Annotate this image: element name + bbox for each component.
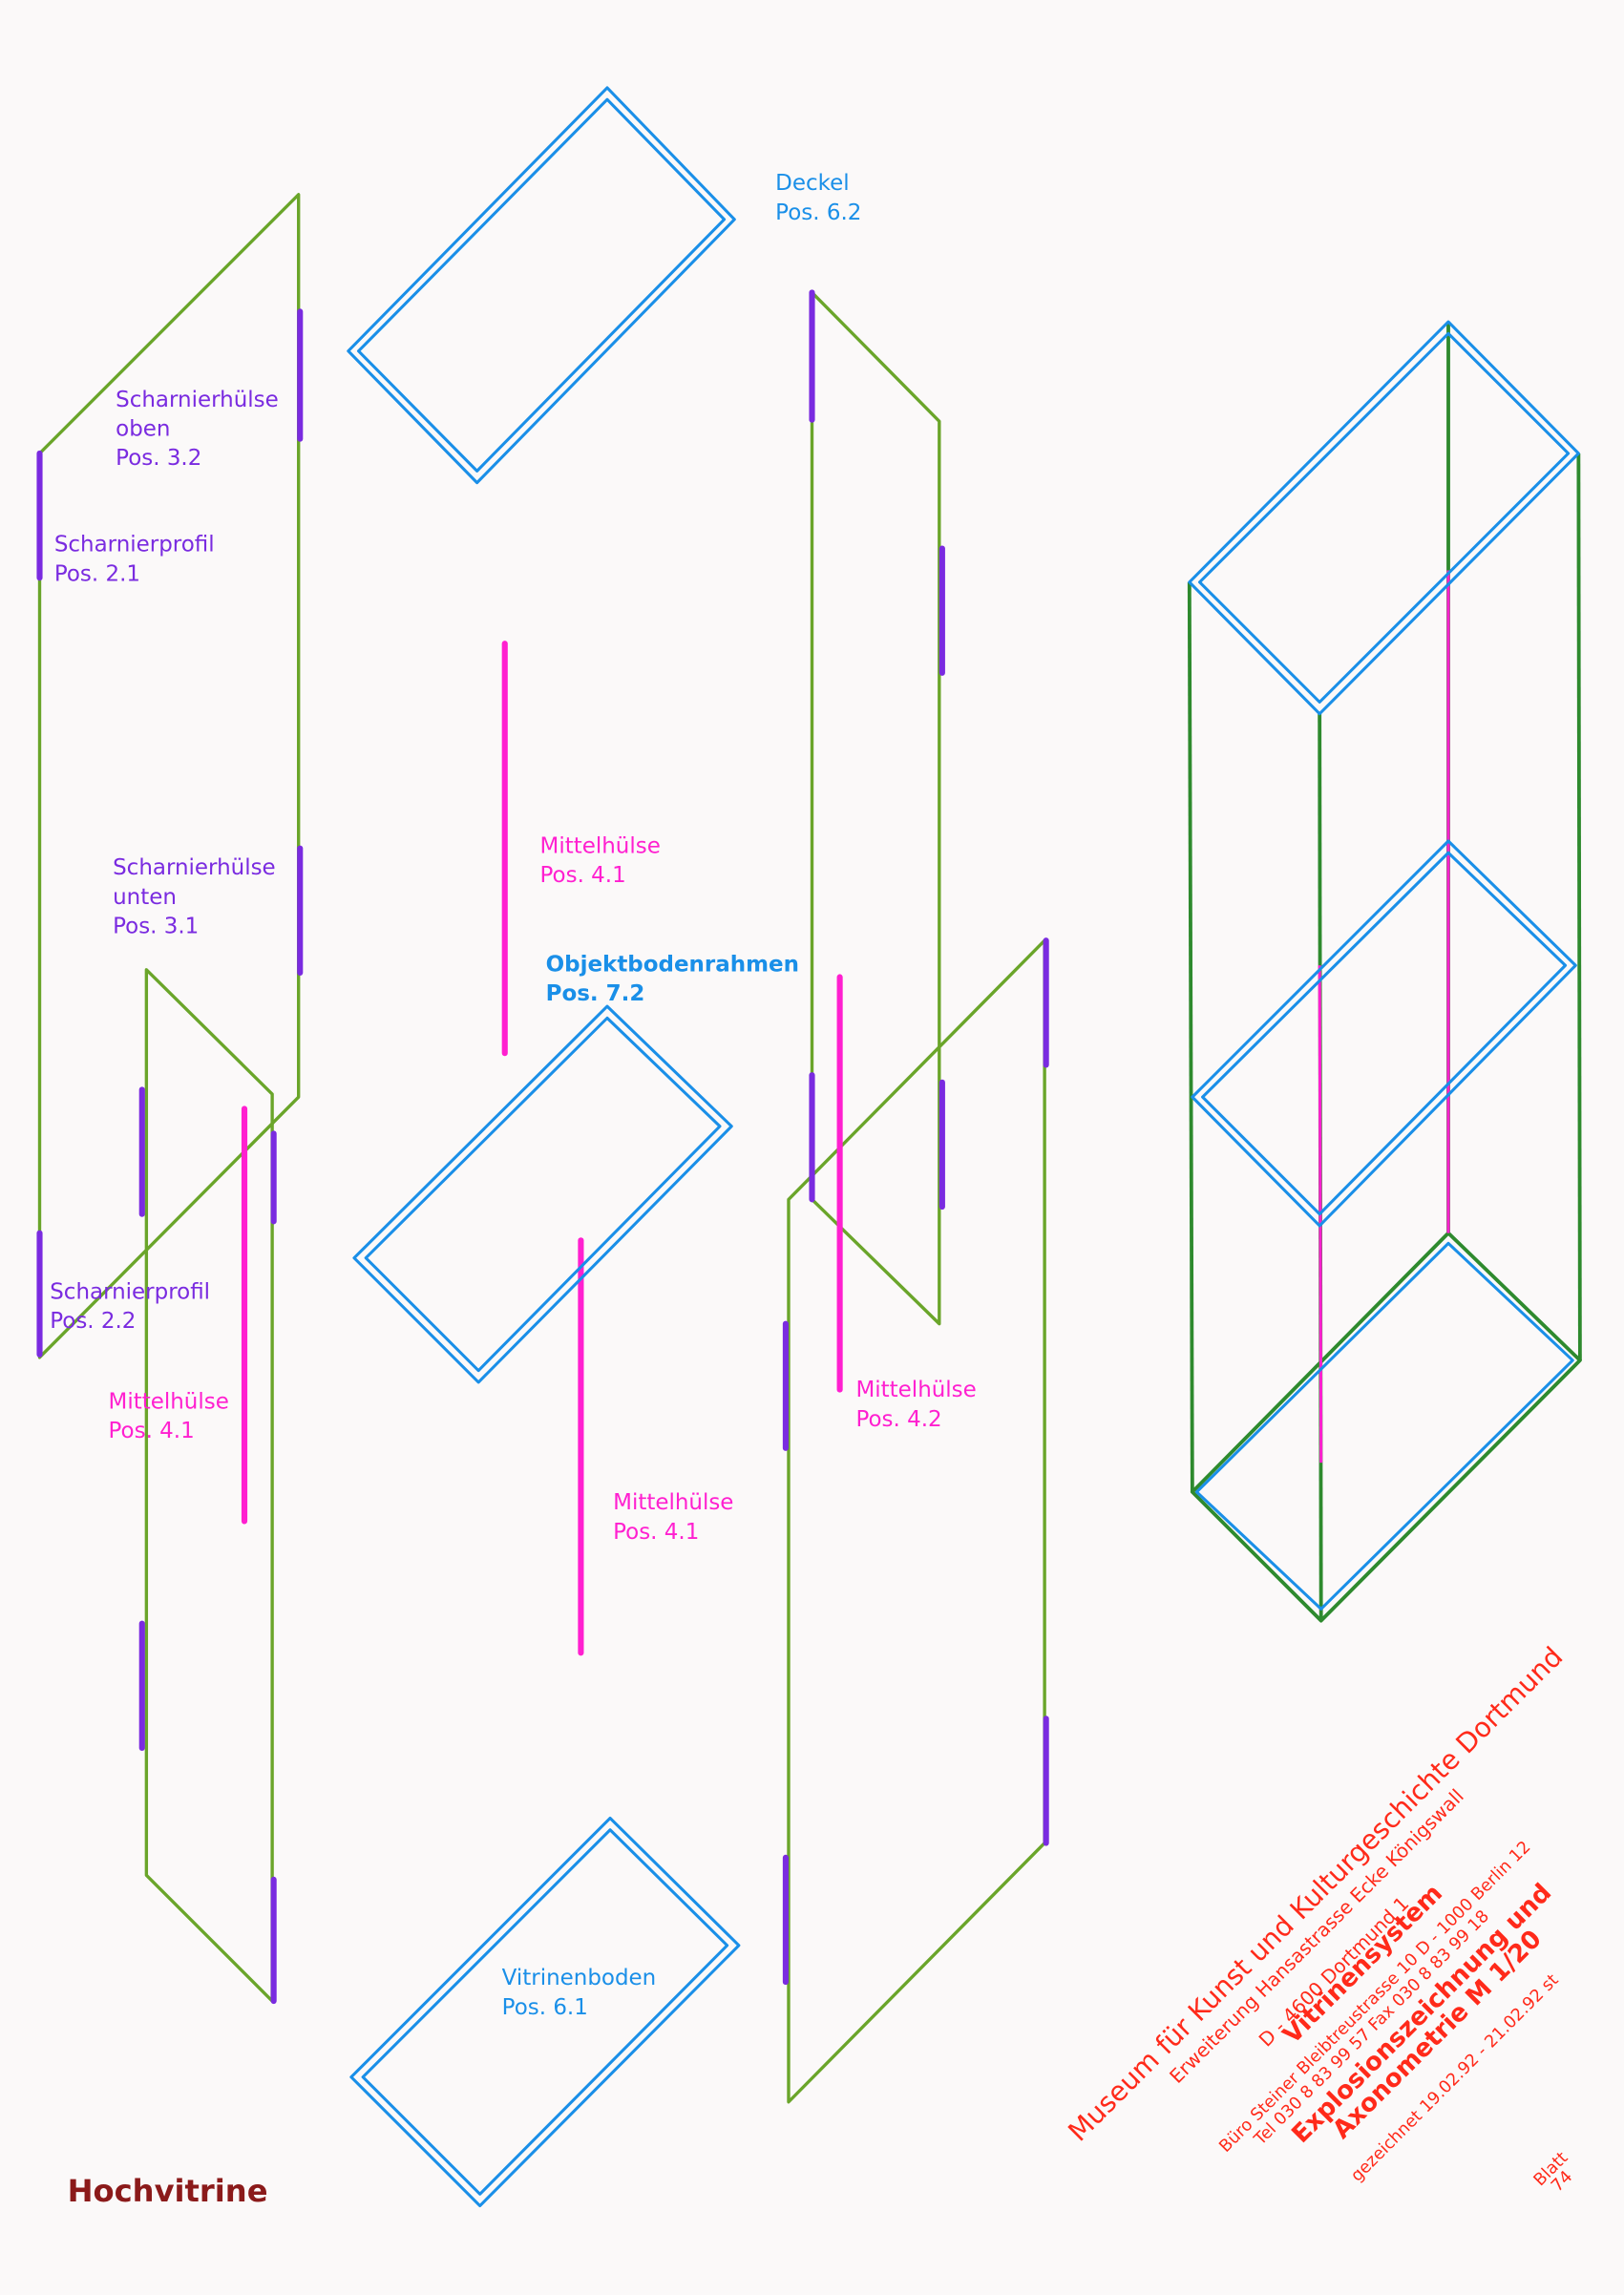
assembled-cabinet	[1187, 320, 1582, 1623]
label-objektbodenrahmen-pos: Pos. 7.2	[546, 981, 645, 1006]
label-scharnierhuelse-oben-pos: Pos. 3.2	[116, 446, 201, 471]
panel-right-upper	[810, 290, 941, 1326]
label-scharnierhuelse-oben-2: oben	[116, 417, 170, 442]
middle-sleeves	[241, 641, 843, 1656]
door-panels	[37, 193, 1046, 2104]
label-vitrinenboden: Vitrinenboden	[502, 1966, 657, 1990]
label-scharnierprofil-2-1: Scharnierprofil	[54, 533, 215, 558]
label-mittelhuelse-a: Mittelhülse	[540, 833, 661, 858]
label-scharnierhuelse-unten-2: unten	[113, 885, 177, 910]
label-mittelhuelse-4-2: Mittelhülse	[855, 1378, 976, 1402]
frame-deckel	[347, 86, 736, 485]
hinge-sleeves	[36, 289, 1049, 2005]
label-scharnierprofil-2-1-pos: Pos. 2.1	[54, 561, 140, 586]
label-scharnierhuelse-unten: Scharnierhülse	[113, 855, 276, 880]
panel-scharnierprofil-2-1	[37, 193, 301, 1359]
label-mittelhuelse-4-2-pos: Pos. 4.2	[855, 1407, 941, 1432]
label-mittelhuelse-c: Mittelhülse	[613, 1490, 733, 1515]
label-deckel-pos: Pos. 6.2	[775, 200, 861, 225]
title-block: Museum für Kunst und Kulturgeschichte Do…	[1063, 1641, 1577, 2197]
drawing-title: Hochvitrine	[68, 2173, 268, 2209]
label-vitrinenboden-pos: Pos. 6.1	[502, 1995, 588, 2020]
panel-right-lower	[787, 938, 1046, 2104]
label-objektbodenrahmen: Objektbodenrahmen	[546, 952, 799, 977]
frame-vitrinenboden	[349, 1816, 741, 2208]
label-mittelhuelse-c-pos: Pos. 4.1	[613, 1520, 699, 1545]
label-scharnierhuelse-unten-pos: Pos. 3.1	[113, 915, 199, 939]
label-deckel: Deckel	[775, 171, 849, 196]
label-mittelhuelse-a-pos: Pos. 4.1	[540, 863, 626, 888]
label-scharnierprofil-2-2-pos: Pos. 2.2	[50, 1309, 136, 1334]
frame-objektbodenrahmen	[352, 1004, 733, 1384]
frames	[347, 86, 741, 2208]
label-mittelhuelse-b-pos: Pos. 4.1	[109, 1419, 195, 1443]
label-scharnierhuelse-oben: Scharnierhülse	[116, 388, 279, 412]
label-mittelhuelse-b: Mittelhülse	[109, 1389, 229, 1414]
panel-scharnierprofil-2-2	[144, 968, 274, 2003]
label-scharnierprofil-2-2: Scharnierprofil	[50, 1280, 210, 1305]
